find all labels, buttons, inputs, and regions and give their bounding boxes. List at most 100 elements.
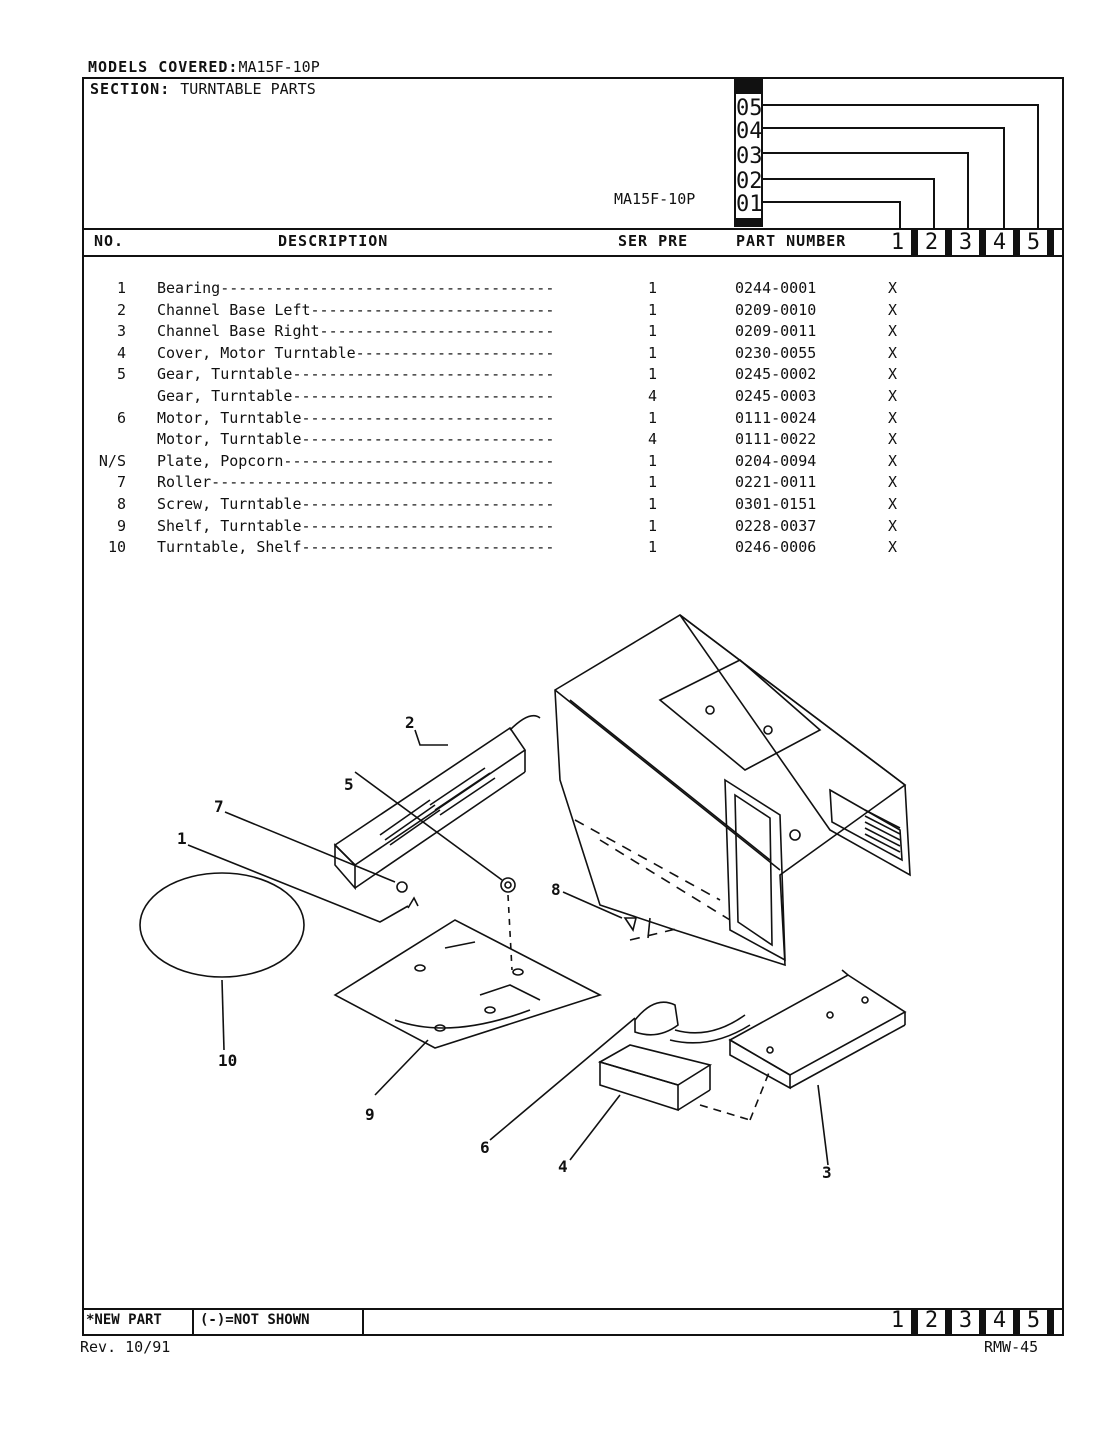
serial-code-2: 03 bbox=[736, 144, 763, 169]
serial-column-bar bbox=[911, 1308, 918, 1334]
col-description: DESCRIPTION bbox=[278, 232, 389, 250]
row-part-number: 0246-0006 bbox=[735, 538, 817, 556]
callout-label: 9 bbox=[365, 1105, 375, 1124]
footer-divider bbox=[192, 1308, 194, 1334]
section-value: TURNTABLE PARTS bbox=[180, 80, 316, 98]
channel-base-left bbox=[333, 714, 541, 891]
callout-label: 5 bbox=[344, 775, 354, 794]
serial-column-1: 1 bbox=[890, 230, 905, 255]
row-number: 1 bbox=[116, 279, 126, 297]
row-ser-pre: 4 bbox=[648, 387, 658, 405]
row-leader-dots: Channel Base Left-----------------------… bbox=[157, 301, 555, 319]
row-serial-mark: X bbox=[888, 322, 898, 340]
row-part-number: 0204-0094 bbox=[735, 452, 817, 470]
section-label: SECTION: bbox=[90, 80, 171, 98]
model-name: MA15F-10P bbox=[614, 190, 696, 208]
row-ser-pre: 4 bbox=[648, 430, 658, 448]
serial-leader-lines bbox=[762, 104, 1039, 230]
models-value: MA15F-10P bbox=[238, 58, 320, 76]
row-leader-dots: Channel Base Right----------------------… bbox=[157, 322, 555, 340]
serial-column-bar bbox=[979, 230, 986, 256]
serial-column-4: 4 bbox=[992, 1308, 1007, 1333]
row-leader-dots: Cover, Motor Turntable------------------… bbox=[157, 344, 555, 362]
turntable-ring bbox=[139, 872, 305, 978]
serial-column-1: 1 bbox=[890, 1308, 905, 1333]
row-number: 9 bbox=[116, 517, 126, 535]
row-part-number: 0228-0037 bbox=[735, 517, 817, 535]
not-shown-legend: (-)=NOT SHOWN bbox=[200, 1312, 310, 1328]
serial-column-bar bbox=[911, 230, 918, 256]
serial-column-3: 3 bbox=[958, 1308, 973, 1333]
section-title: SECTION: TURNTABLE PARTS bbox=[90, 80, 316, 98]
row-leader-dots: Roller----------------------------------… bbox=[157, 473, 555, 491]
row-number: 6 bbox=[116, 409, 126, 427]
row-serial-mark: X bbox=[888, 495, 898, 513]
models-covered: MODELS COVERED:MA15F-10P bbox=[88, 58, 320, 76]
channel-base-right bbox=[728, 969, 907, 1090]
row-ser-pre: 1 bbox=[648, 344, 658, 362]
row-serial-mark: X bbox=[888, 430, 898, 448]
serial-column-2: 2 bbox=[924, 1308, 939, 1333]
serial-code-base bbox=[735, 218, 762, 226]
serial-column-5: 5 bbox=[1026, 230, 1041, 255]
col-part-number: PART NUMBER bbox=[736, 232, 847, 250]
row-leader-dots: Motor, Turntable------------------------… bbox=[157, 430, 555, 448]
callout-label: 8 bbox=[551, 880, 561, 899]
row-ser-pre: 1 bbox=[648, 409, 658, 427]
serial-code-cap bbox=[735, 78, 762, 94]
serial-column-bar bbox=[1013, 1308, 1020, 1334]
serial-column-bar bbox=[1047, 230, 1054, 256]
revision-date: Rev. 10/91 bbox=[80, 1338, 171, 1356]
serial-code-3: 02 bbox=[736, 169, 763, 194]
row-part-number: 0245-0003 bbox=[735, 387, 817, 405]
row-leader-dots: Shelf, Turntable------------------------… bbox=[157, 517, 555, 535]
serial-column-bar bbox=[1047, 1308, 1054, 1334]
row-number: 10 bbox=[107, 538, 126, 556]
serial-column-3: 3 bbox=[958, 230, 973, 255]
row-leader-dots: Gear, Turntable-------------------------… bbox=[157, 387, 555, 405]
row-serial-mark: X bbox=[888, 409, 898, 427]
row-number: 5 bbox=[116, 365, 126, 383]
serial-column-bar bbox=[945, 1308, 952, 1334]
row-ser-pre: 1 bbox=[648, 322, 658, 340]
row-number: 8 bbox=[116, 495, 126, 513]
serial-column-bar bbox=[1013, 230, 1020, 256]
row-number: 3 bbox=[116, 322, 126, 340]
serial-column-2: 2 bbox=[924, 230, 939, 255]
turntable-screw bbox=[623, 917, 638, 932]
row-part-number: 0209-0010 bbox=[735, 301, 817, 319]
row-leader-dots: Bearing---------------------------------… bbox=[157, 279, 555, 297]
row-part-number: 0301-0151 bbox=[735, 495, 817, 513]
callout-label: 2 bbox=[405, 713, 415, 732]
row-part-number: 0111-0024 bbox=[735, 409, 817, 427]
callout-label: 3 bbox=[822, 1163, 832, 1180]
row-part-number: 0221-0011 bbox=[735, 473, 817, 491]
row-serial-mark: X bbox=[888, 473, 898, 491]
serial-column-bar bbox=[979, 1308, 986, 1334]
serial-column-4: 4 bbox=[992, 230, 1007, 255]
row-number: 4 bbox=[116, 344, 126, 362]
row-serial-mark: X bbox=[888, 387, 898, 405]
col-no: NO. bbox=[94, 232, 125, 250]
row-number: N/S bbox=[98, 452, 126, 470]
row-part-number: 0111-0022 bbox=[735, 430, 817, 448]
row-part-number: 0230-0055 bbox=[735, 344, 817, 362]
turntable-gear bbox=[500, 877, 516, 893]
row-serial-mark: X bbox=[888, 517, 898, 535]
turntable-shelf bbox=[333, 919, 603, 1049]
serial-column-bar bbox=[945, 230, 952, 256]
callout-label: 7 bbox=[214, 797, 224, 816]
footer-rule bbox=[82, 1308, 1064, 1310]
row-ser-pre: 1 bbox=[648, 301, 658, 319]
row-leader-dots: Gear, Turntable-------------------------… bbox=[157, 365, 555, 383]
callout-label: 10 bbox=[218, 1051, 237, 1070]
document-code: RMW-45 bbox=[984, 1338, 1039, 1356]
page-frame bbox=[82, 77, 1064, 1336]
roller bbox=[396, 881, 408, 893]
serial-column-5: 5 bbox=[1026, 1308, 1041, 1333]
row-serial-mark: X bbox=[888, 279, 898, 297]
serial-code-4: 01 bbox=[736, 192, 763, 217]
models-label: MODELS COVERED: bbox=[88, 58, 239, 76]
row-serial-mark: X bbox=[888, 538, 898, 556]
serial-code-0: 05 bbox=[736, 96, 763, 121]
